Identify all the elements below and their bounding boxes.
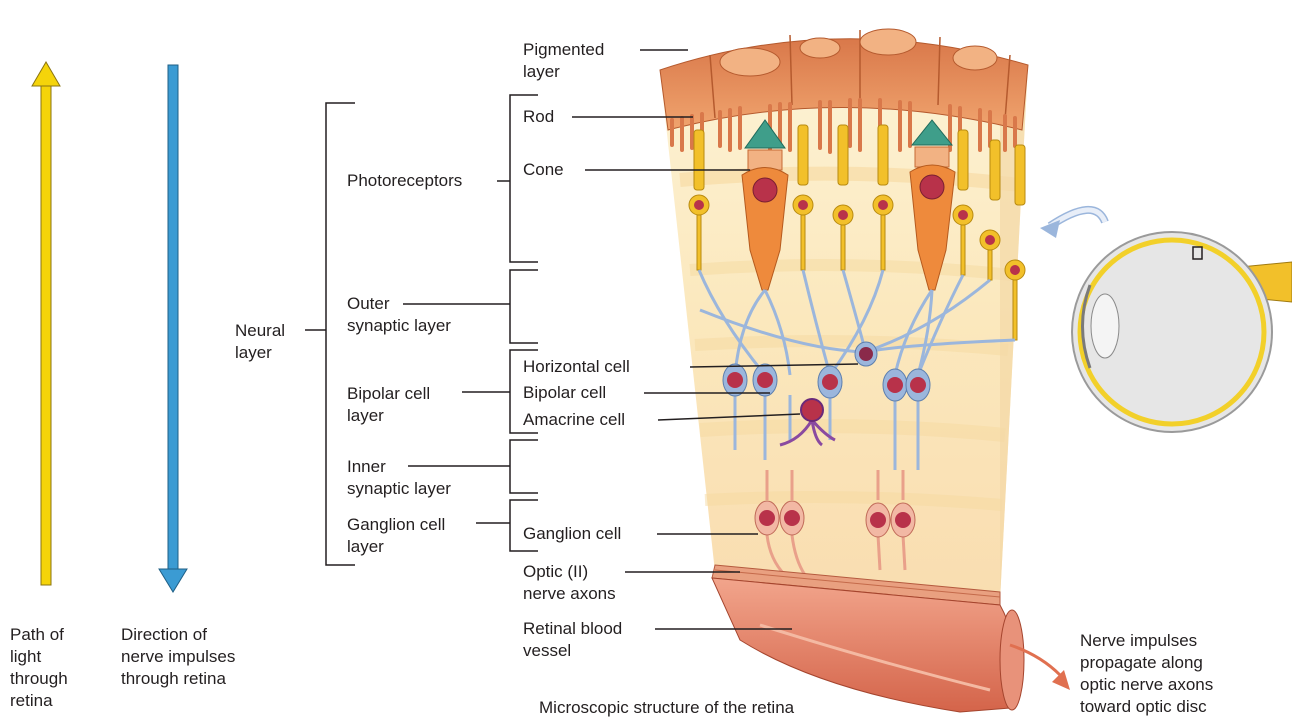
cone-label: Cone (523, 159, 564, 181)
amacrine-cell-label: Amacrine cell (523, 409, 625, 431)
light-path-arrow (32, 62, 60, 585)
retinal-blood-vessel-label: Retinal blood vessel (523, 618, 622, 662)
pigmented-layer-label: Pigmented layer (523, 39, 604, 83)
outer-synaptic-layer-label: Outer synaptic layer (347, 293, 451, 337)
photoreceptors-label: Photoreceptors (347, 170, 462, 192)
figure-caption: Microscopic structure of the retina (539, 697, 794, 719)
impulse-direction-label: Direction of nerve impulses through reti… (121, 624, 235, 690)
ganglion-cell-layer-label: Ganglion cell layer (347, 514, 445, 558)
rod-label: Rod (523, 106, 554, 128)
horizontal-cell (855, 342, 877, 366)
nerve-impulse-note: Nerve impulses propagate along optic ner… (1080, 630, 1213, 718)
inner-synaptic-layer-label: Inner synaptic layer (347, 456, 451, 500)
optic-nerve-axons-label: Optic (II) nerve axons (523, 561, 616, 605)
nerve-impulse-arrow (159, 65, 187, 592)
bipolar-cell-layer-label: Bipolar cell layer (347, 383, 430, 427)
horizontal-cell-label: Horizontal cell (523, 356, 630, 378)
ganglion-cell-label: Ganglion cell (523, 523, 621, 545)
eyeball-illustration (1040, 210, 1292, 432)
light-path-label: Path of light through retina (10, 624, 68, 712)
bipolar-cell-label: Bipolar cell (523, 382, 606, 404)
retina-section (660, 39, 1028, 600)
neural-layer-label: Neural layer (235, 320, 285, 364)
